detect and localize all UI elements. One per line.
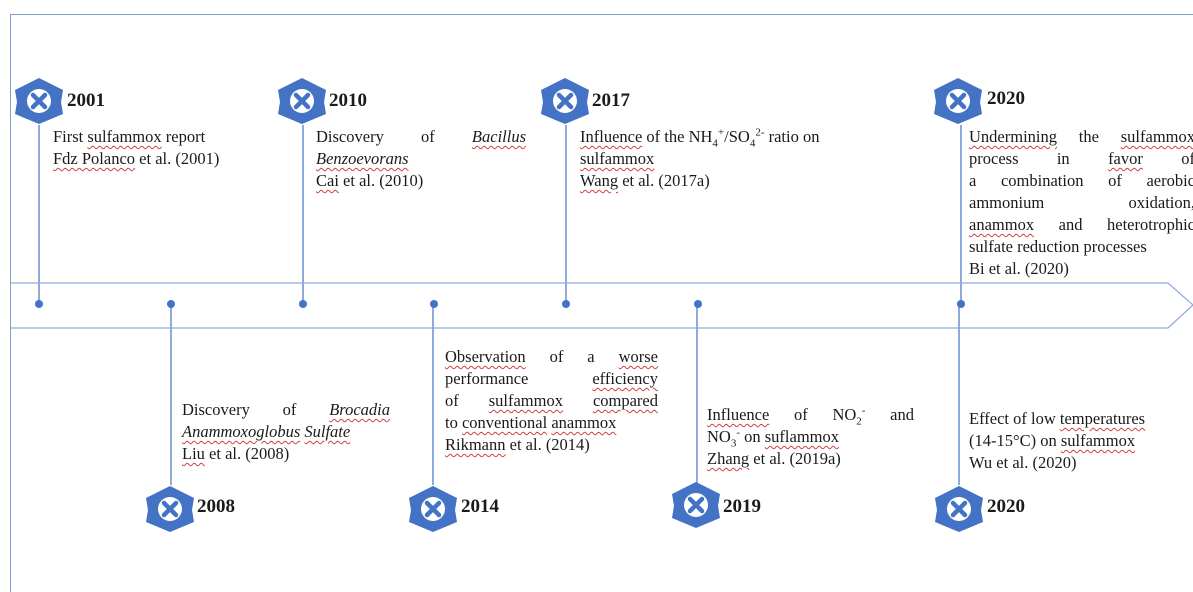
event-line: performance efficiency	[445, 369, 658, 388]
event-citation: Cai et al. (2010)	[316, 171, 424, 190]
event-citation: Wang et al. (2017a)	[580, 171, 710, 190]
connector-2020-bottom	[958, 305, 960, 485]
x-mark-diamond-icon	[934, 78, 982, 124]
connector-2017	[565, 125, 567, 305]
event-line: sulfammox	[580, 149, 655, 168]
x-mark-diamond-icon	[15, 78, 63, 124]
year-label: 2010	[329, 90, 367, 111]
event-text-2008: Discovery of Brocadia Anammoxoglobus Sul…	[182, 399, 390, 465]
event-line: First sulfammox report	[53, 127, 206, 146]
year-label: 2019	[723, 496, 761, 517]
event-line: to conventional anammox	[445, 413, 617, 432]
frame-top-border	[10, 14, 1193, 15]
connector-2001	[38, 125, 40, 305]
year-label: 2001	[67, 90, 105, 111]
year-label: 2014	[461, 496, 499, 517]
event-text-2020-top: Undermining the sulfammox process in fav…	[969, 126, 1193, 280]
event-line: Observation of a worse	[445, 347, 658, 366]
event-text-2019: Influence of NO2- and NO3- on suflammox …	[707, 404, 914, 470]
event-line: a combination of aerobic	[969, 171, 1193, 190]
x-mark-diamond-icon	[935, 486, 983, 532]
timeline-dot-2010	[299, 300, 307, 308]
event-line: Influence of the NH4+/SO42- ratio on	[580, 126, 820, 150]
event-line: Anammoxoglobus Sulfate	[182, 422, 351, 441]
event-citation: Fdz Polanco et al. (2001)	[53, 149, 220, 168]
timeline-dot-2019	[694, 300, 702, 308]
x-mark-diamond-icon	[278, 78, 326, 124]
event-line: Benzoevorans	[316, 149, 409, 168]
event-line: process in favor of	[969, 149, 1193, 168]
timeline-dot-2014	[430, 300, 438, 308]
event-line: anammox and heterotrophic	[969, 215, 1193, 234]
connector-2020-top	[960, 125, 962, 305]
event-text-2020-bottom: Effect of low temperatures (14-15°C) on …	[969, 408, 1189, 474]
event-line: Undermining the sulfammox	[969, 127, 1193, 146]
x-mark-diamond-icon	[672, 482, 720, 528]
event-line: Influence of NO2- and	[707, 404, 915, 428]
x-mark-diamond-icon	[409, 486, 457, 532]
year-label: 2017	[592, 90, 630, 111]
event-line: ammonium oxidation,	[969, 193, 1193, 212]
event-line: Discovery of Bacillus	[316, 127, 526, 146]
event-citation: Rikmann et al. (2014)	[445, 435, 590, 454]
timeline-dot-2020	[957, 300, 965, 308]
event-text-2017: Influence of the NH4+/SO42- ratio on sul…	[580, 126, 870, 192]
frame-left-border	[10, 14, 11, 592]
year-label: 2008	[197, 496, 235, 517]
event-line: sulfate reduction processes	[969, 237, 1147, 256]
event-line: NO3- on suflammox	[707, 426, 840, 450]
event-line: Effect of low temperatures	[969, 409, 1146, 428]
timeline-dot-2008	[167, 300, 175, 308]
event-text-2014: Observation of a worse performance effic…	[445, 346, 658, 456]
timeline-dot-2001	[35, 300, 43, 308]
event-citation: Wu et al. (2020)	[969, 453, 1077, 472]
event-line: (14-15°C) on sulfammox	[969, 431, 1136, 450]
event-text-2001: First sulfammox report Fdz Polanco et al…	[53, 126, 253, 170]
event-line: Discovery of Brocadia	[182, 400, 390, 419]
event-citation: Liu et al. (2008)	[182, 444, 290, 463]
connector-2019	[696, 305, 698, 485]
connector-2014	[432, 305, 434, 485]
event-line: of sulfammox compared	[445, 391, 658, 410]
year-label: 2020	[987, 496, 1025, 517]
event-citation: Bi et al. (2020)	[969, 259, 1069, 278]
event-citation: Zhang et al. (2019a)	[707, 449, 841, 468]
connector-2008	[170, 305, 172, 485]
year-label: 2020	[987, 88, 1025, 109]
x-mark-diamond-icon	[541, 78, 589, 124]
connector-2010	[302, 125, 304, 305]
timeline-dot-2017	[562, 300, 570, 308]
event-text-2010: Discovery of Bacillus Benzoevorans Cai e…	[316, 126, 526, 192]
x-mark-diamond-icon	[146, 486, 194, 532]
